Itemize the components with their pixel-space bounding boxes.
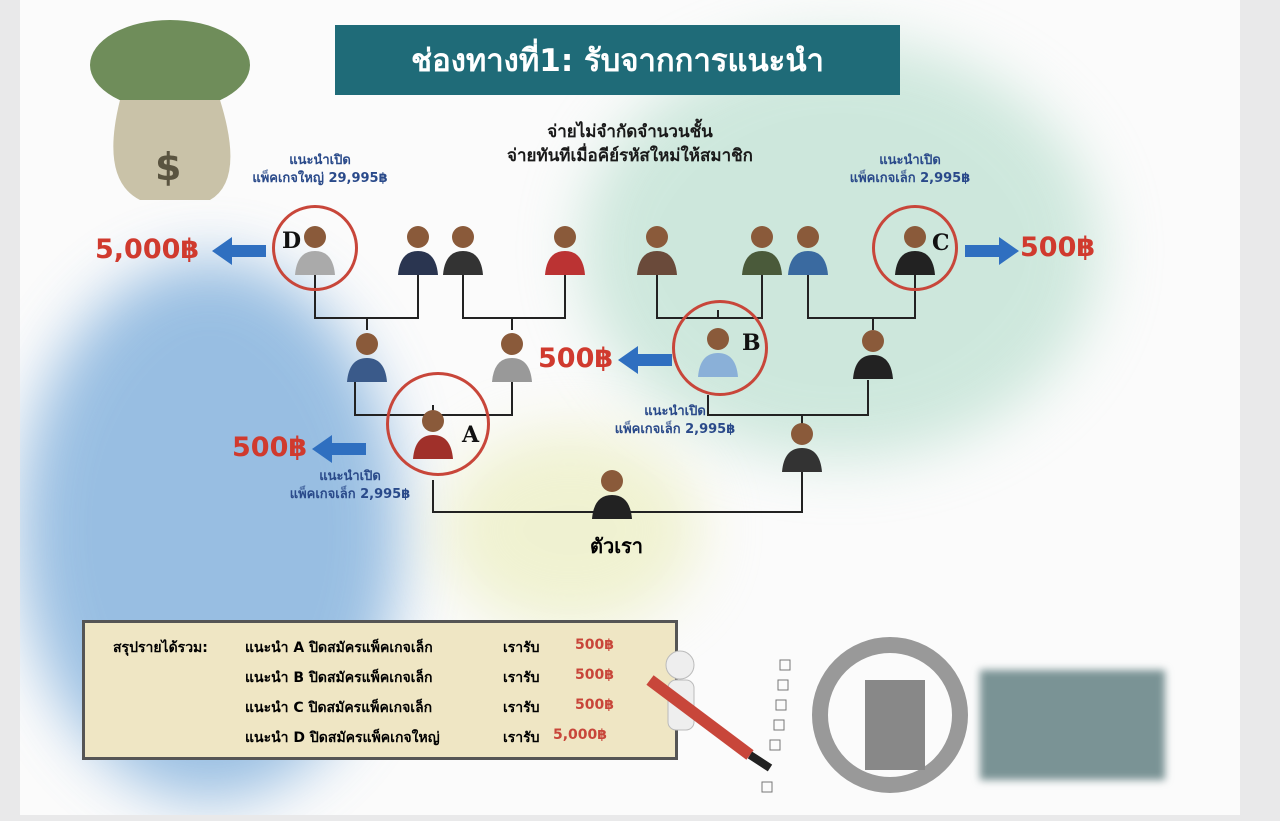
person-icon	[347, 333, 387, 382]
person-icon	[742, 226, 782, 275]
member-b-label: B	[742, 330, 761, 356]
member-a-label: A	[462, 422, 480, 448]
member-b-ring	[672, 300, 768, 396]
arrow-left-icon	[618, 346, 672, 374]
reward-d: 5,000฿	[95, 234, 200, 265]
reward-a: 500฿	[232, 432, 308, 463]
logo	[812, 637, 968, 793]
person-icon	[492, 333, 532, 382]
member-c-note-1: แนะนำเปิด	[879, 153, 941, 168]
page-title: ช่องทางที่1: รับจากการแนะนำ	[335, 25, 900, 95]
member-c-label: C	[932, 230, 950, 256]
member-c-note-2: แพ็คเกจเล็ก 2,995฿	[849, 171, 971, 186]
self-label: ตัวเรา	[590, 534, 644, 558]
subtitle-line-2: จ่ายทันทีเมื่อคีย์รหัสใหม่ให้สมาชิก	[507, 146, 753, 166]
person-icon	[443, 226, 483, 275]
subtitle-line-1: จ่ายไม่จำกัดจำนวนชั้น	[547, 122, 713, 142]
person-icon	[637, 226, 677, 275]
svg-text:$: $	[155, 145, 181, 189]
person-icon	[545, 226, 585, 275]
member-c-ring	[872, 205, 958, 291]
arrow-left-icon	[212, 237, 266, 265]
reward-c: 500฿	[1020, 232, 1096, 263]
money-bag-icon: $	[90, 20, 250, 200]
blurred-logo-text	[980, 670, 1165, 780]
income-summary-box: สรุปรายได้รวม: แนะนำ A ปิดสมัครแพ็คเกจเล…	[82, 620, 678, 760]
pen-figure-icon	[646, 650, 791, 793]
member-d-note-1: แนะนำเปิด	[289, 153, 351, 168]
member-b-note-2: แพ็คเกจเล็ก 2,995฿	[614, 422, 736, 437]
person-icon	[782, 423, 822, 472]
member-a-note-1: แนะนำเปิด	[319, 469, 381, 484]
member-d-ring	[272, 205, 358, 291]
member-a-note-2: แพ็คเกจเล็ก 2,995฿	[289, 487, 411, 502]
member-a-ring	[386, 372, 490, 476]
person-icon	[592, 470, 632, 519]
arrow-right-icon	[965, 237, 1019, 265]
flyer: $ ช่องทางที่1: รับจากการแนะนำ จ่ายไม่จำก…	[20, 0, 1240, 815]
arrow-left-icon	[312, 435, 366, 463]
reward-b: 500฿	[538, 343, 614, 374]
member-b-note-1: แนะนำเปิด	[644, 404, 706, 419]
summary-heading: สรุปรายได้รวม:	[113, 640, 208, 656]
member-d-label: D	[282, 228, 302, 254]
member-d-note-2: แพ็คเกจใหญ่ 29,995฿	[252, 171, 388, 186]
person-icon	[853, 330, 893, 379]
person-icon	[788, 226, 828, 275]
person-icon	[398, 226, 438, 275]
